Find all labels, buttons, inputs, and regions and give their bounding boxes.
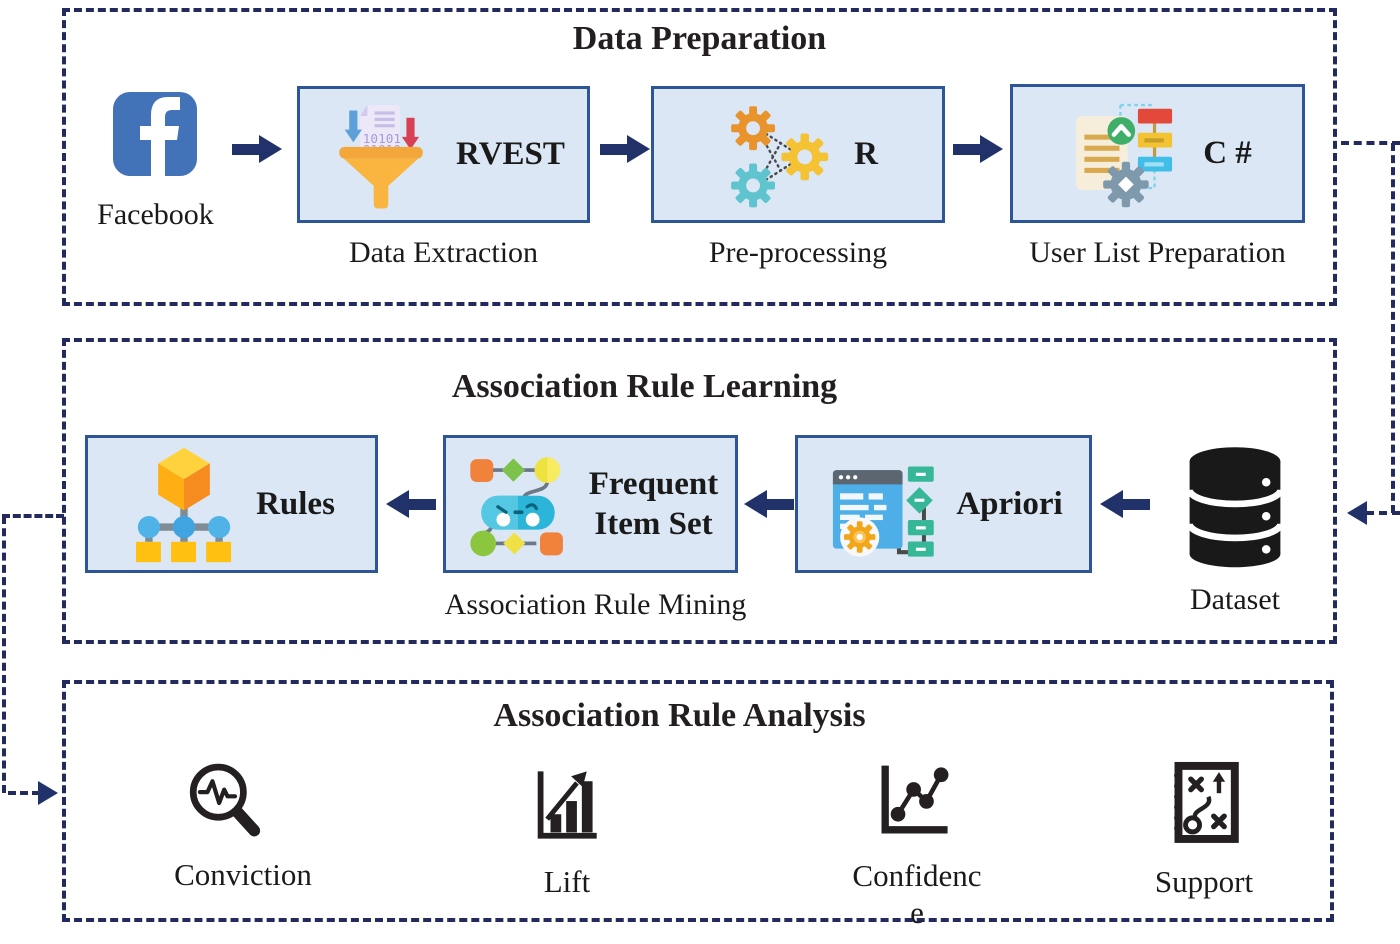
connector-arrowhead-right xyxy=(38,781,58,805)
section-association-rule-analysis xyxy=(62,680,1334,922)
confidence-label: Confidenc e xyxy=(852,858,982,930)
bar-chart-growth-icon xyxy=(537,771,597,839)
strategy-notebook-icon xyxy=(1174,761,1239,843)
document-workflow-icon xyxy=(1076,103,1173,207)
section-data-preparation xyxy=(62,8,1337,306)
connector-into-analysis-horizontal xyxy=(8,791,40,795)
preprocessing-caption: Pre-processing xyxy=(708,236,888,269)
conviction-label: Conviction xyxy=(174,857,312,892)
box-frequent-item-set: Frequent Item Set xyxy=(443,435,738,573)
section-title-association-rule-analysis: Association Rule Analysis xyxy=(493,697,866,734)
itemset-flow-icon xyxy=(470,457,563,557)
connector-top-right-horizontal xyxy=(1341,141,1400,145)
section-title-data-preparation: Data Preparation xyxy=(572,20,827,57)
extraction-caption: Data Extraction xyxy=(348,236,539,269)
connector-left-vertical xyxy=(2,516,6,793)
apriori-label: Apriori xyxy=(956,485,1063,522)
arrow-frequentitemset-to-rules xyxy=(386,490,436,518)
algorithm-window-icon xyxy=(833,466,935,557)
rules-label: Rules xyxy=(256,485,335,522)
dataset-label: Dataset xyxy=(1190,583,1280,616)
box-user-list-preparation: C # xyxy=(1010,84,1305,223)
extraction-tool-label: RVEST xyxy=(456,136,565,172)
support-label: Support xyxy=(1154,864,1254,899)
box-pre-processing: R xyxy=(651,86,945,223)
arrow-facebook-to-extraction xyxy=(232,135,282,163)
userlist-caption: User List Preparation xyxy=(1029,236,1286,269)
box-apriori: Apriori xyxy=(795,435,1092,573)
arrow-extraction-to-preprocessing xyxy=(600,135,650,163)
userlist-tool-label: C # xyxy=(1203,135,1252,171)
connector-right-vertical xyxy=(1391,143,1395,513)
association-rule-mining-caption: Association Rule Mining xyxy=(444,588,747,621)
database-icon xyxy=(1186,447,1284,568)
arrow-preprocessing-to-userlist xyxy=(953,135,1003,163)
svg-text:10101: 10101 xyxy=(363,131,401,146)
gears-icon xyxy=(731,105,829,207)
section-association-rule-learning xyxy=(62,338,1337,644)
hierarchy-cube-icon xyxy=(136,447,232,563)
scatter-line-icon xyxy=(881,765,949,834)
frequent-item-set-label: Frequent Item Set xyxy=(588,466,719,542)
box-data-extraction: 10101 01010 RVEST xyxy=(297,86,590,223)
facebook-icon xyxy=(113,92,197,176)
connector-into-dataset-horizontal xyxy=(1366,511,1400,515)
connector-arrowhead-left xyxy=(1347,501,1367,525)
magnifier-pulse-icon xyxy=(189,763,261,837)
lift-label: Lift xyxy=(543,864,591,899)
preprocessing-tool-label: R xyxy=(854,136,878,172)
funnel-download-icon: 10101 01010 xyxy=(339,104,423,209)
box-rules: Rules xyxy=(85,435,378,573)
arrow-dataset-to-apriori xyxy=(1100,490,1150,518)
section-title-association-rule-learning: Association Rule Learning xyxy=(451,368,838,405)
facebook-label: Facebook xyxy=(97,198,214,231)
connector-middle-left-horizontal xyxy=(2,514,64,518)
arrow-apriori-to-frequentitemset xyxy=(744,490,794,518)
